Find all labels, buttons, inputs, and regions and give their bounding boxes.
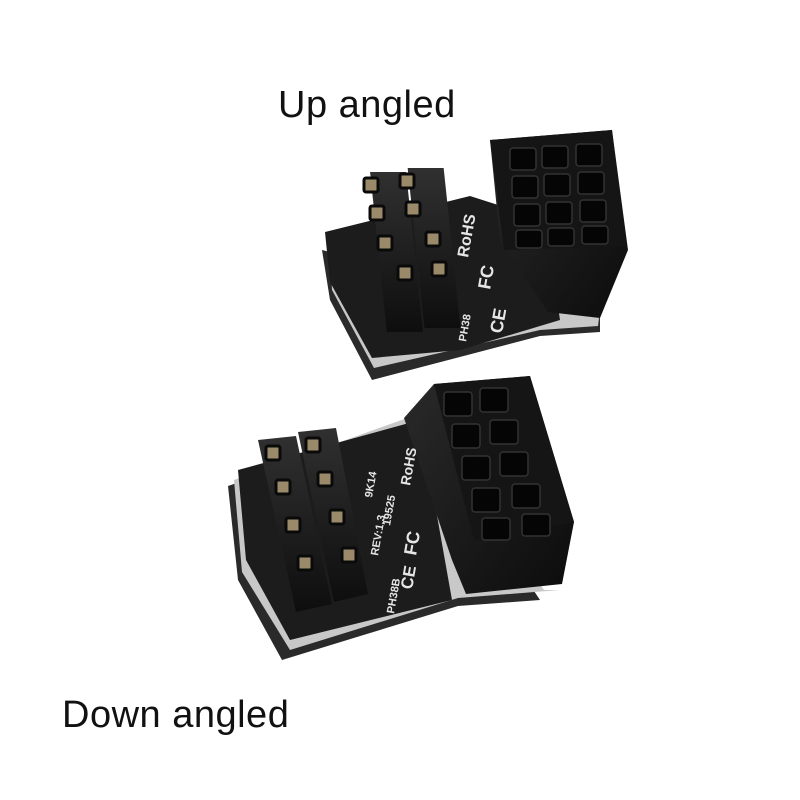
- lower-rohs-mark: RoHS: [397, 446, 419, 486]
- upper-adapter: RoHS FC CE PH38: [322, 130, 628, 380]
- caption-down-angled: Down angled: [62, 694, 290, 736]
- lower-fc-mark: FC: [400, 530, 424, 557]
- upper-pin-header: [362, 168, 461, 332]
- upper-model-mark: PH38: [457, 313, 474, 342]
- lower-ce-mark: CE: [397, 564, 420, 591]
- upper-socket-grid: [509, 143, 609, 249]
- lower-adapter: RoHS REV:1.3 9K14 19525 FC CE PH38B: [228, 376, 574, 660]
- lower-date-mark: 9K14: [363, 470, 380, 499]
- lower-pin-header: [258, 428, 368, 612]
- upper-ce-mark: CE: [486, 307, 510, 335]
- caption-up-angled: Up angled: [278, 84, 456, 126]
- lower-code-mark: 19525: [381, 494, 398, 526]
- upper-fc-mark: FC: [474, 264, 498, 291]
- lower-socket-grid: [443, 387, 551, 541]
